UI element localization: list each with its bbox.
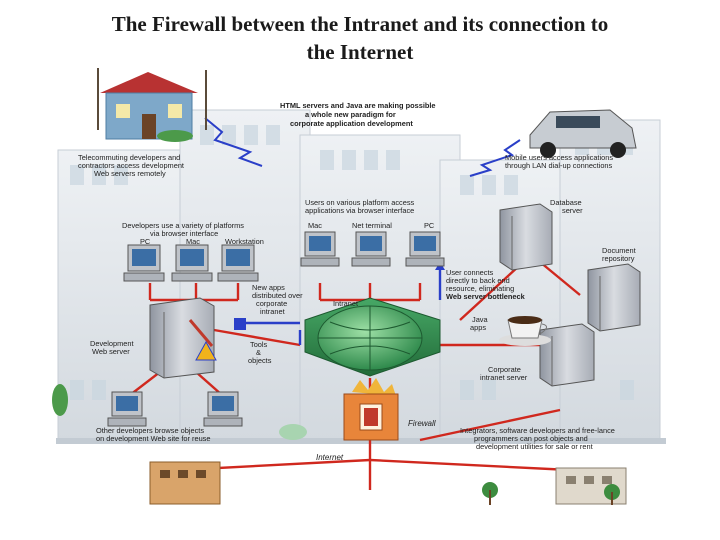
label-telecommuting-1: Telecommuting developers and <box>78 153 180 162</box>
label-java-2: apps <box>470 323 486 332</box>
label-user-connects-3: resource, eliminating <box>446 284 514 293</box>
label-other-developers-1: Other developers browse objects <box>96 426 204 435</box>
label-telecommuting-3: Web servers remotely <box>94 169 166 178</box>
label-java-1: Java <box>472 315 489 324</box>
label-intranet: Intranet <box>333 299 358 308</box>
label-integrators-3: development utilities for sale or rent <box>476 442 593 451</box>
label-corporate-server-2: intranet server <box>480 373 528 382</box>
label-corporate-server-1: Corporate <box>488 365 521 374</box>
label-document-repository-1: Document <box>602 246 636 255</box>
label-mac-left: Mac <box>186 237 200 246</box>
label-users-platforms-1: Users on various platform access <box>305 198 415 207</box>
label-internet: Internet <box>316 453 344 462</box>
label-user-connects-1: User connects <box>446 268 494 277</box>
label-new-apps-3: corporate <box>256 299 287 308</box>
label-user-connects-4: Web server bottleneck <box>446 292 526 301</box>
label-development-web-server-2: Web server <box>92 347 130 356</box>
label-tools-objects-2: & <box>256 348 261 357</box>
telecommuter-house <box>97 68 207 142</box>
label-html-servers-3: corporate application development <box>290 119 413 128</box>
title-line-2: the Internet <box>306 40 414 64</box>
development-web-server <box>149 297 217 379</box>
label-database-server-1: Database <box>550 198 582 207</box>
label-developers-platforms-2: via browser interface <box>150 229 218 238</box>
label-integrators-1: Integrators, software developers and fre… <box>460 426 615 435</box>
label-new-apps-1: New apps <box>252 283 285 292</box>
corporate-intranet-server <box>539 323 595 387</box>
left-workstations <box>123 244 259 282</box>
label-mac-mid: Mac <box>308 221 322 230</box>
label-new-apps-4: intranet <box>260 307 285 316</box>
label-pc-left: PC <box>140 237 151 246</box>
slide-title: The Firewall between the Intranet and it… <box>0 10 720 66</box>
internet-buildings <box>52 384 627 505</box>
diagram-labels: HTML servers and Java are making possibl… <box>78 101 636 462</box>
java-cup-icon <box>499 316 551 346</box>
label-tools-objects-3: objects <box>248 356 272 365</box>
label-mobile-users-1: Mobile users access applications <box>505 153 613 162</box>
label-firewall: Firewall <box>408 419 436 428</box>
label-other-developers-2: on development Web site for reuse <box>96 434 210 443</box>
label-pc-mid: PC <box>424 221 435 230</box>
label-development-web-server-1: Development <box>90 339 134 348</box>
label-developers-platforms-1: Developers use a variety of platforms <box>122 221 244 230</box>
label-net-terminal: Net terminal <box>352 221 392 230</box>
label-tools-objects-1: Tools <box>250 340 268 349</box>
label-integrators-2: programmers can post objects and <box>474 434 588 443</box>
title-line-1: The Firewall between the Intranet and it… <box>111 12 609 36</box>
firewall <box>343 378 399 441</box>
label-document-repository-2: repository <box>602 254 635 263</box>
database-server <box>499 203 553 271</box>
intranet-hub <box>304 297 441 377</box>
label-users-platforms-2: applications via browser interface <box>305 206 414 215</box>
mobile-user-car <box>529 109 637 158</box>
middle-workstations <box>300 231 445 267</box>
document-repository <box>587 263 641 332</box>
remote-link-house <box>204 117 263 167</box>
label-html-servers-1: HTML servers and Java are making possibl… <box>280 101 436 110</box>
label-mobile-users-2: through LAN dial-up connections <box>505 161 613 170</box>
label-workstation: Workstation <box>225 237 264 246</box>
label-user-connects-2: directly to back end <box>446 276 510 285</box>
label-new-apps-2: distributed over <box>252 291 303 300</box>
bottom-workstations <box>107 391 243 427</box>
remote-link-car <box>469 139 521 177</box>
label-database-server-2: server <box>562 206 583 215</box>
label-telecommuting-2: contractors access development <box>78 161 184 170</box>
label-html-servers-2: a whole new paradigm for <box>305 110 396 119</box>
